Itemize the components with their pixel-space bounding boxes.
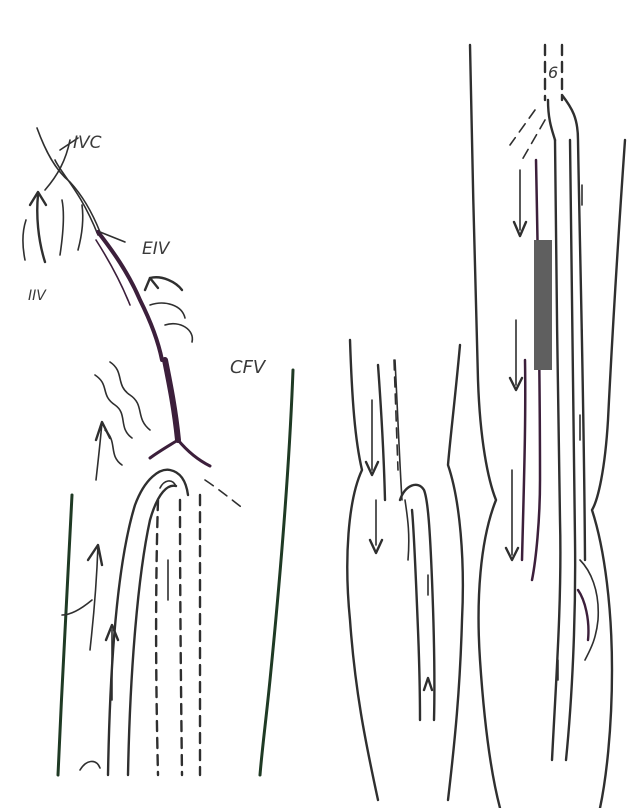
left-venous-sketch xyxy=(23,128,293,775)
femoral-flow-arrows xyxy=(62,545,168,770)
ivc-label: IVC xyxy=(73,133,102,153)
iiv-label: IIV xyxy=(28,288,47,304)
occlusion-block xyxy=(534,240,552,370)
middle-limb-outline xyxy=(347,340,463,800)
ivc-flow-arrows xyxy=(23,192,83,262)
middle-vessel xyxy=(378,360,434,720)
occluded-dashed-segments xyxy=(156,480,245,775)
eiv-label: EIV xyxy=(142,239,171,259)
cfv-vessel xyxy=(150,360,210,466)
right-venous-sketch xyxy=(470,45,625,808)
collateral-wavy-lines xyxy=(95,362,150,480)
middle-venous-sketch xyxy=(347,340,463,800)
cfv-label: CFV xyxy=(230,357,267,378)
top-mark-label: 6 xyxy=(548,63,558,82)
right-vessel xyxy=(510,45,585,760)
femoral-vein-loop xyxy=(108,470,188,775)
right-limb-outline xyxy=(470,45,625,808)
